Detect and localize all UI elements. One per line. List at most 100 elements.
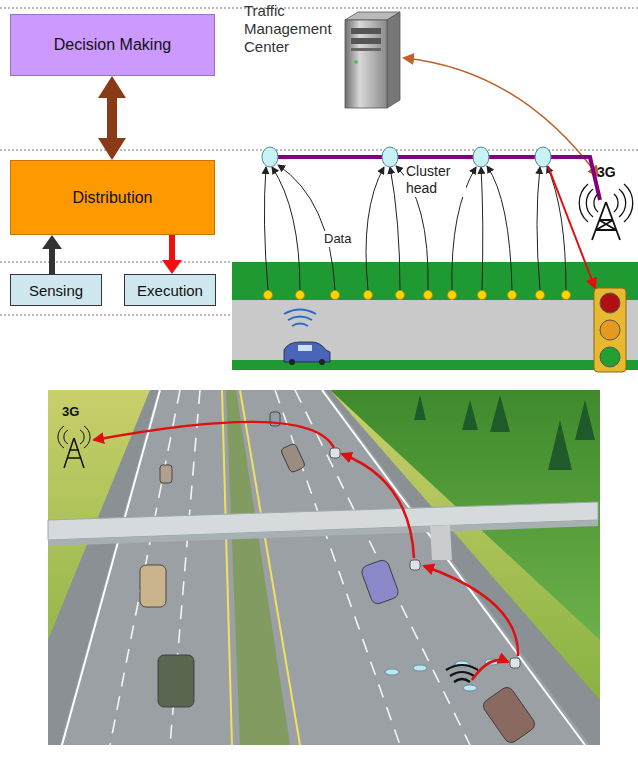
highway-scene [158, 655, 194, 707]
cluster-link [270, 157, 600, 200]
data-arrow [278, 165, 335, 290]
cell-tower [579, 184, 633, 240]
sensor-dot [364, 291, 373, 300]
cluster-head-node [262, 147, 278, 167]
highway-scene [424, 566, 518, 656]
highway-scene [490, 395, 510, 432]
highway-scene [64, 438, 84, 468]
dotted-separator [0, 8, 638, 315]
highway-scene [410, 560, 420, 570]
cell-tower [579, 184, 633, 222]
arrow-head [98, 76, 126, 98]
highway-scene [295, 390, 470, 745]
center-label: Traffic Management Center [244, 2, 340, 56]
server-icon [351, 28, 381, 34]
data-arrow [481, 167, 483, 290]
cell-tower [594, 194, 618, 212]
highway-scene [160, 465, 172, 483]
highway-scene [414, 395, 426, 420]
wireless-signal [284, 310, 316, 315]
highway-scene [548, 420, 572, 470]
sensor-dot [424, 291, 433, 300]
highway-scene [446, 665, 478, 670]
server-icon [345, 20, 387, 108]
highway-scene [222, 390, 300, 745]
wireless-signal [292, 324, 308, 327]
box-text: Sensing [29, 282, 83, 299]
highway-scene [385, 659, 499, 691]
traffic-light [600, 293, 620, 313]
box-text: Execution [137, 282, 203, 299]
highway-scene [62, 390, 585, 745]
highway-scene [48, 390, 600, 745]
data-arrow [272, 167, 300, 290]
data-arrow [264, 167, 268, 290]
sensor-dot [536, 291, 545, 300]
server-icon [351, 38, 381, 44]
highway-scene [140, 565, 166, 607]
server-icon [354, 60, 358, 64]
sensor-dot [264, 291, 571, 300]
highway-scene [385, 669, 399, 675]
sensor-dot [562, 291, 571, 300]
vehicle [284, 342, 330, 365]
vehicle [284, 342, 330, 362]
box-text: Decision Making [54, 36, 171, 54]
network-label: 3G [597, 164, 616, 181]
data-arrow [487, 166, 512, 290]
highway-scene [360, 558, 400, 605]
arrow-head [42, 235, 62, 249]
cluster-head-node [382, 147, 398, 167]
highway-scene [330, 448, 520, 668]
highway-scene [58, 426, 90, 448]
highway-scene [462, 400, 478, 430]
vehicle [319, 359, 325, 365]
sensor-dot [448, 291, 457, 300]
data-label: Data [322, 231, 353, 247]
sensor-dot [331, 291, 340, 300]
highway-scene [413, 665, 427, 671]
highway-scene [414, 395, 595, 470]
box-text: Distribution [72, 189, 152, 207]
arrow-head [162, 260, 182, 274]
server-icon [345, 12, 400, 108]
highway-scene [322, 390, 585, 745]
dotted-separator [0, 262, 232, 263]
sensor-dot [478, 291, 487, 300]
green-verge [232, 360, 638, 370]
data-arrow [390, 167, 400, 290]
wireless-signal [284, 310, 316, 327]
sensor-dot [396, 291, 405, 300]
traffic-light [594, 288, 626, 372]
dotted-separator [0, 8, 638, 9]
arrow-head [98, 138, 126, 160]
traffic-light [600, 347, 620, 367]
highway-scene [463, 685, 477, 691]
traffic-light [594, 288, 626, 372]
sensor-dot [264, 291, 273, 300]
data-arrow [547, 166, 566, 290]
server-icon [387, 12, 400, 108]
highway-scene [575, 400, 595, 440]
arrow-shaft [107, 98, 117, 138]
highway-scene [48, 390, 600, 745]
highway-scene [430, 525, 452, 560]
cell-tower [592, 202, 620, 240]
sensing-box: Sensing [10, 274, 102, 306]
sensor-dot [296, 291, 305, 300]
double-arrow [98, 76, 126, 160]
data-arrow [366, 167, 384, 290]
highway-scene [60, 390, 590, 745]
cluster-label: Cluster head [404, 163, 466, 197]
cluster-head-node [473, 147, 489, 167]
highway-scene [450, 672, 474, 676]
highway-scene [275, 390, 400, 745]
highway-scene [510, 658, 520, 668]
highway-scene [342, 454, 414, 558]
decision-box: Decision Making [10, 14, 215, 76]
sensor-dot [508, 291, 517, 300]
highway-scene [140, 412, 537, 745]
highway-scene [64, 430, 84, 444]
